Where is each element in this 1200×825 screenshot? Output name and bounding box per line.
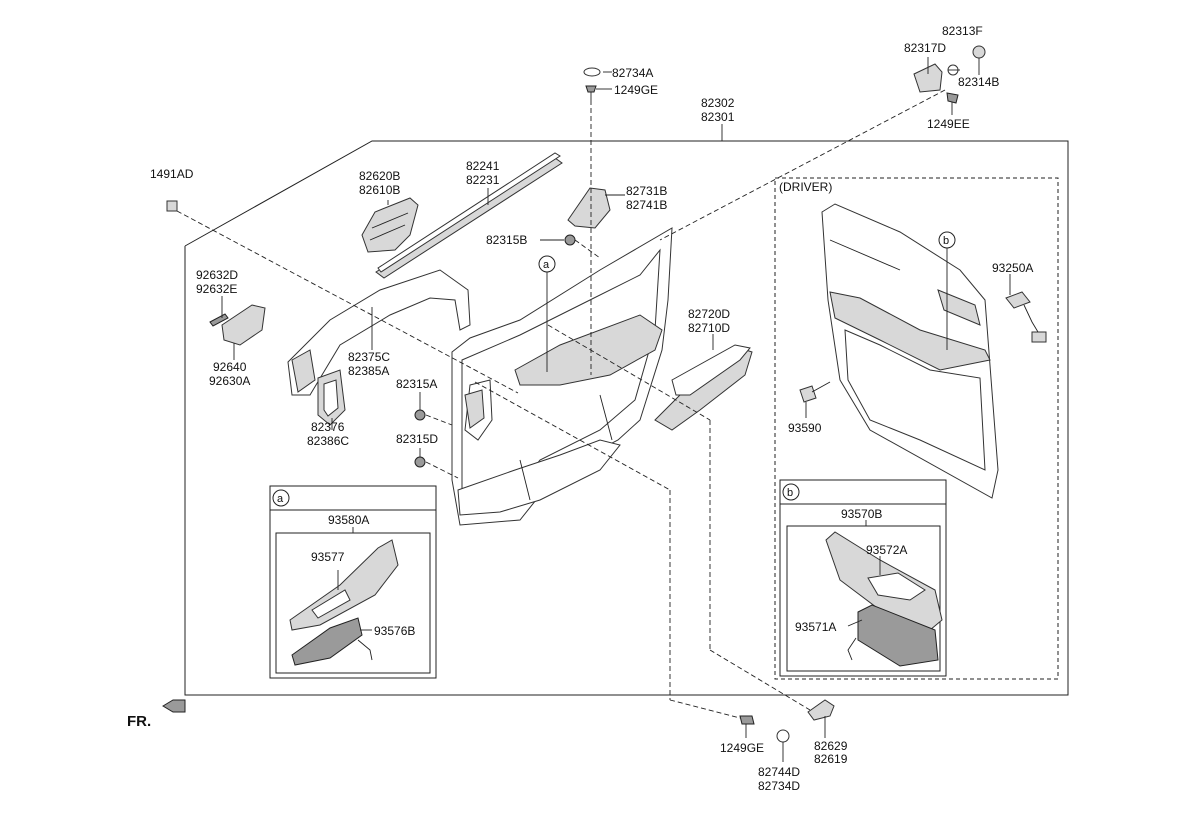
switch-unit-b: [857, 604, 939, 667]
label-92632d: 92632D: [196, 268, 238, 282]
screw-1249ge-top: [585, 85, 597, 93]
label-82720d: 82720D: [688, 307, 730, 321]
label-82629: 82629: [814, 739, 848, 753]
label-82241: 82241: [466, 159, 500, 173]
screw-1249ee: [946, 92, 959, 104]
label-93572a: 93572A: [866, 543, 907, 557]
label-82619: 82619: [814, 752, 848, 766]
speaker-grille: [361, 197, 419, 253]
connector-end-93250a: [1031, 331, 1047, 343]
bracket-82317d: [913, 63, 943, 93]
label-front: FR.: [127, 713, 151, 730]
callout-a-box-text: a: [277, 493, 284, 505]
label-driver: (DRIVER): [779, 180, 832, 194]
label-82315d: 82315D: [396, 432, 438, 446]
label-82620b: 82620B: [359, 169, 400, 183]
label-1249ge-top: 1249GE: [614, 83, 658, 97]
label-93590: 93590: [788, 421, 822, 435]
main-frame: [184, 140, 1069, 696]
switch-93590: [799, 385, 817, 403]
connector-93250a: [1005, 291, 1031, 309]
label-82731b: 82731B: [626, 184, 667, 198]
switch-unit-a: [291, 617, 363, 666]
label-82741b: 82741B: [626, 198, 667, 212]
label-93576b: 93576B: [374, 624, 415, 638]
label-82315a: 82315A: [396, 377, 437, 391]
callout-b-main: [938, 231, 956, 249]
callout-a-main-text: a: [543, 259, 550, 271]
label-82315b: 82315B: [486, 233, 527, 247]
callout-b-box-text: b: [787, 487, 793, 499]
detail-box-a: [269, 485, 437, 679]
label-93571a: 93571A: [795, 620, 836, 634]
label-82610b: 82610B: [359, 183, 400, 197]
label-82734a: 82734A: [612, 66, 653, 80]
clip-82315d: [414, 456, 426, 468]
label-93580a: 93580A: [328, 513, 369, 527]
clip-82315b: [564, 234, 576, 246]
callout-b-main-text: b: [943, 235, 949, 247]
upper-bracket: [567, 187, 611, 229]
label-82744d: 82744D: [758, 765, 800, 779]
detail-box-b: [779, 479, 947, 677]
label-82317d: 82317D: [904, 41, 946, 55]
label-1249ge-bottom: 1249GE: [720, 741, 764, 755]
label-82376: 82376: [311, 420, 345, 434]
cap-82734a: [583, 67, 601, 77]
clip-1491ad: [166, 200, 178, 212]
label-93577: 93577: [311, 550, 345, 564]
detail-inner-b: [786, 525, 941, 672]
label-82385a: 82385A: [348, 364, 389, 378]
label-92630a: 92630A: [209, 374, 250, 388]
label-82314b: 82314B: [958, 75, 999, 89]
driver-box: [774, 177, 1059, 680]
callout-a-main: [538, 255, 556, 273]
label-82313f: 82313F: [942, 24, 983, 38]
label-93570b: 93570B: [841, 507, 882, 521]
label-82710d: 82710D: [688, 321, 730, 335]
label-92632e: 92632E: [196, 282, 237, 296]
label-1491ad: 1491AD: [150, 167, 194, 181]
cap-82314b: [972, 45, 986, 59]
label-82231: 82231: [466, 173, 500, 187]
cover-82629: [807, 699, 835, 721]
label-1249ee: 1249EE: [927, 117, 970, 131]
cap-82744d: [776, 729, 790, 743]
label-92640: 92640: [213, 360, 247, 374]
label-82301: 82301: [701, 110, 735, 124]
driver-door-panel: [821, 203, 999, 499]
label-82386c: 82386C: [307, 434, 349, 448]
clip-82315a: [414, 409, 426, 421]
label-82734d: 82734D: [758, 779, 800, 793]
label-93250a: 93250A: [992, 261, 1033, 275]
label-82302: 82302: [701, 96, 735, 110]
callout-b-box: [782, 483, 800, 501]
courtesy-lamp: [221, 304, 266, 346]
label-82375c: 82375C: [348, 350, 390, 364]
front-arrow-icon: [162, 699, 186, 713]
screw-1249ge-bottom: [739, 715, 755, 725]
lamp-clip: [209, 313, 229, 327]
callout-a-box: [272, 489, 290, 507]
door-trim-panel: [451, 227, 673, 526]
